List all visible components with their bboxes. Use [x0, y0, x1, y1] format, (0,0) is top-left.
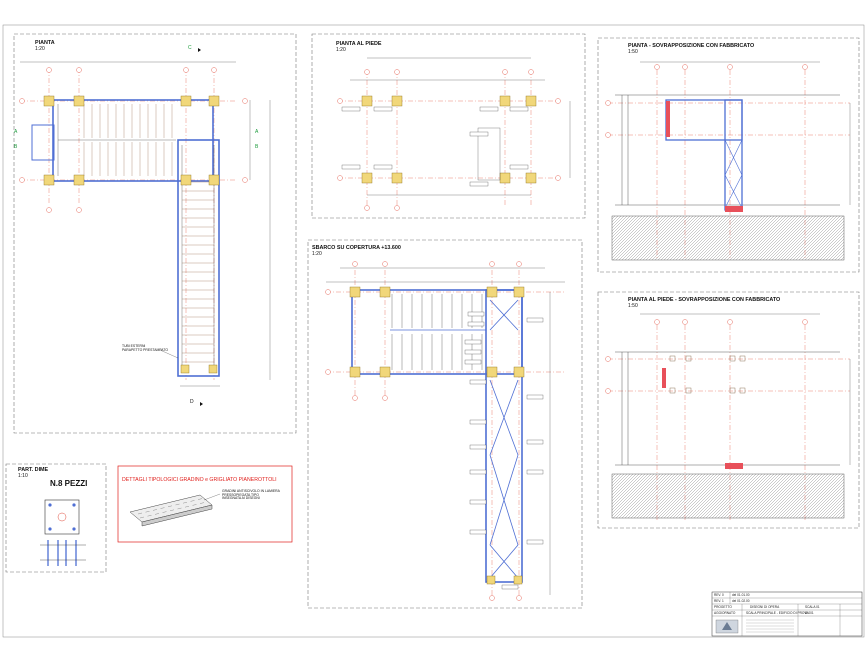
member-tag [501, 584, 519, 590]
grating-slot [139, 516, 145, 519]
member-tag [464, 339, 482, 345]
roof-title: SBARCO SU COPERTURA +13.600 [312, 245, 401, 251]
plan-title: PIANTA [35, 40, 55, 46]
overlay-foot-scale: 1:50 [628, 303, 638, 309]
overlay-foot-view [597, 291, 860, 529]
roof-landing-view [307, 239, 583, 609]
grating-slot [152, 509, 158, 511]
roof-scale: 1:20 [312, 251, 322, 257]
grating-slot [147, 515, 152, 517]
steps-title: DETTAGLI TIPOLOGICI GRADINO e GRIGLIATO … [122, 477, 277, 483]
member-tag [469, 529, 487, 535]
tb-dwg: SCALA 01 [805, 605, 820, 609]
grating-slot [190, 500, 195, 502]
rev1-date: del 01.02.00 [732, 599, 750, 603]
grating-slot [167, 505, 173, 507]
section-d-label: D [190, 399, 194, 405]
grating-slot [145, 511, 150, 513]
member-tag [526, 539, 544, 545]
grating-slot [192, 504, 197, 506]
foot-title: PIANTA AL PIEDE [336, 41, 382, 47]
grating-slot [175, 503, 180, 506]
member-tag [464, 359, 482, 365]
grating-slot [199, 502, 205, 504]
rev1-label: REV. 1 [714, 599, 724, 603]
grating-slot [197, 498, 203, 500]
detail-scale: 1:10 [18, 473, 28, 479]
member-tag [526, 469, 544, 475]
plan-view [13, 33, 297, 434]
steps-note: GRADINI ANTISCIVOLO IN LAMIERA PRESSOPIE… [222, 489, 280, 501]
member-tag [469, 419, 487, 425]
grating-slot [154, 513, 160, 515]
member-tag [469, 444, 487, 450]
anchor-plate-detail [5, 463, 107, 573]
grating-slot [162, 511, 167, 513]
tb-r2: AGGIORNATO [714, 611, 736, 615]
overlay-plan-scale: 1:50 [628, 49, 638, 55]
overlay-plan-title: PIANTA - SOVRAPPOSIZIONE CON FABBRICATO [628, 43, 755, 49]
tb-sheet: D-001 [805, 611, 814, 615]
plan-scale: 1:20 [35, 46, 45, 52]
tb-desc: DISEGNI DI OPERA [750, 605, 780, 609]
section-b-left: B [14, 144, 18, 150]
foot-scale: 1:20 [336, 47, 346, 53]
section-b-right: B [255, 144, 259, 150]
member-tag [469, 469, 487, 475]
section-c-label: C [188, 45, 192, 51]
member-tag [526, 394, 544, 400]
member-tag [467, 311, 485, 317]
grating-slot [177, 507, 182, 510]
grating-slot [160, 507, 165, 509]
detail-title: PART. DIME [18, 467, 49, 473]
grating-slot [184, 506, 190, 508]
overlay-foot-title: PIANTA AL PIEDE - SOVRAPPOSIZIONE CON FA… [628, 297, 781, 303]
grating-slot [137, 512, 143, 515]
parapet-note: TUBI ESTERNI PARAPETTO PRESTAMPATO [122, 344, 168, 352]
member-tag [469, 379, 487, 385]
member-tag [526, 439, 544, 445]
overlay-plan-view [597, 37, 860, 273]
tb-r1: PROGETTO [714, 605, 732, 609]
tb-client: SCALA PRINCIPALE - EDIFICIO DI PROVA [746, 611, 809, 615]
member-tag [464, 349, 482, 355]
foot-plan-view [311, 33, 586, 219]
rev0-label: REV. 0 [714, 593, 724, 597]
member-tag [469, 499, 487, 505]
section-a-left: A [14, 129, 18, 135]
grating-slot [182, 502, 188, 504]
section-a-right: A [255, 129, 259, 135]
grating-slot [169, 509, 175, 511]
rev0-date: del 01.01.00 [732, 593, 750, 597]
detail-pieces: N.8 PEZZI [50, 479, 88, 488]
member-tag [526, 317, 544, 323]
step-detail [117, 465, 293, 543]
member-tag [467, 321, 485, 327]
title-block [711, 591, 863, 637]
